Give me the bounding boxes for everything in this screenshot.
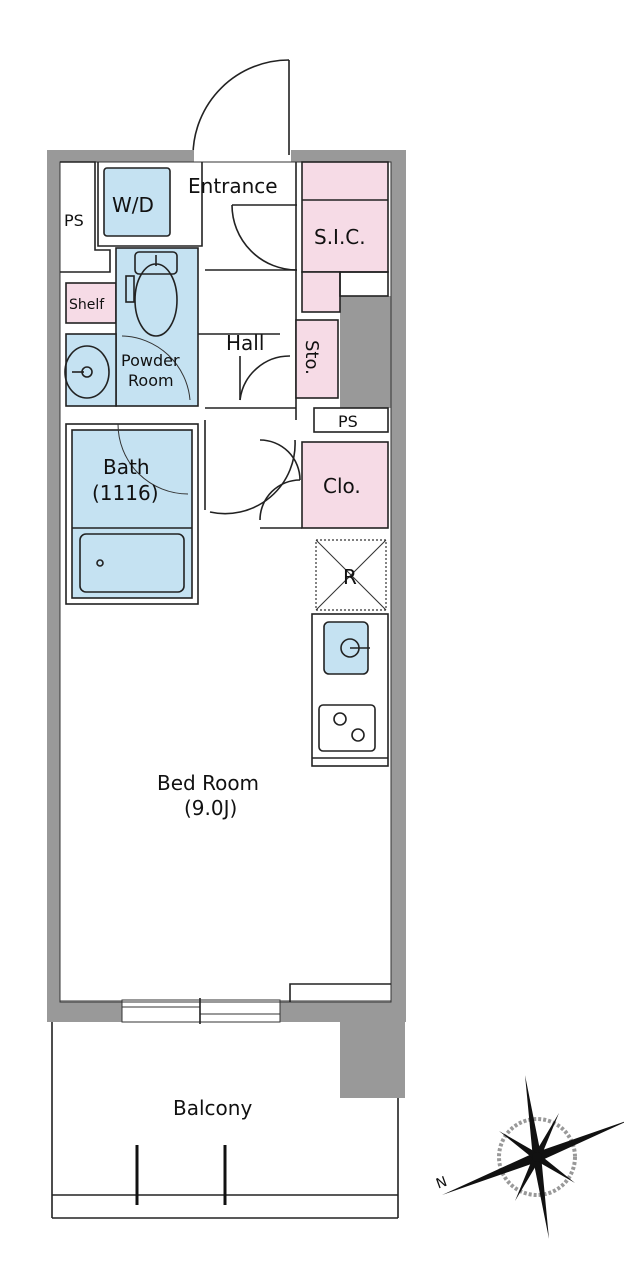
sic-storage — [301, 161, 389, 273]
label-hall: Hall — [226, 331, 264, 355]
stove-icon — [318, 704, 376, 752]
toilet-icon — [125, 251, 178, 337]
label-powder-2: Room — [128, 371, 174, 390]
outer-walls — [47, 150, 406, 1098]
kitchen-sink-icon — [323, 621, 370, 675]
label-shelf: Shelf — [69, 297, 105, 313]
compass-rose-icon — [442, 1075, 624, 1239]
label-sic: S.I.C. — [314, 225, 366, 249]
bathroom — [71, 429, 193, 599]
closet — [301, 441, 389, 529]
washer-dryer-space — [103, 167, 171, 237]
label-bath-2: (1116) — [92, 481, 159, 505]
label-bath-1: Bath — [103, 455, 150, 479]
label-entrance: Entrance — [188, 174, 278, 198]
compass-north-label: N — [434, 1174, 449, 1193]
label-sto: Sto. — [301, 340, 322, 375]
entrance-inner-door — [205, 204, 298, 271]
ps-top-shaft — [60, 161, 111, 273]
label-bedroom-2: (9.0J) — [184, 796, 237, 820]
label-fridge: R — [343, 565, 357, 589]
balcony-area — [51, 1022, 399, 1219]
ps-right-shaft — [313, 407, 389, 433]
washbasin-icon — [64, 345, 110, 399]
label-wd: W/D — [112, 193, 154, 217]
label-powder-1: Powder — [121, 351, 180, 370]
bathtub-icon — [79, 533, 185, 593]
label-balcony: Balcony — [173, 1096, 252, 1120]
balcony-window — [121, 998, 281, 1024]
sto-storage — [295, 319, 339, 399]
kitchen-counter — [311, 613, 389, 767]
shelf — [65, 282, 117, 324]
label-clo: Clo. — [323, 474, 361, 498]
label-ps-right: PS — [338, 412, 358, 431]
label-ps-top: PS — [64, 211, 84, 230]
entrance-door — [192, 59, 290, 156]
label-bedroom-1: Bed Room — [157, 771, 259, 795]
refrigerator-space — [315, 539, 387, 611]
